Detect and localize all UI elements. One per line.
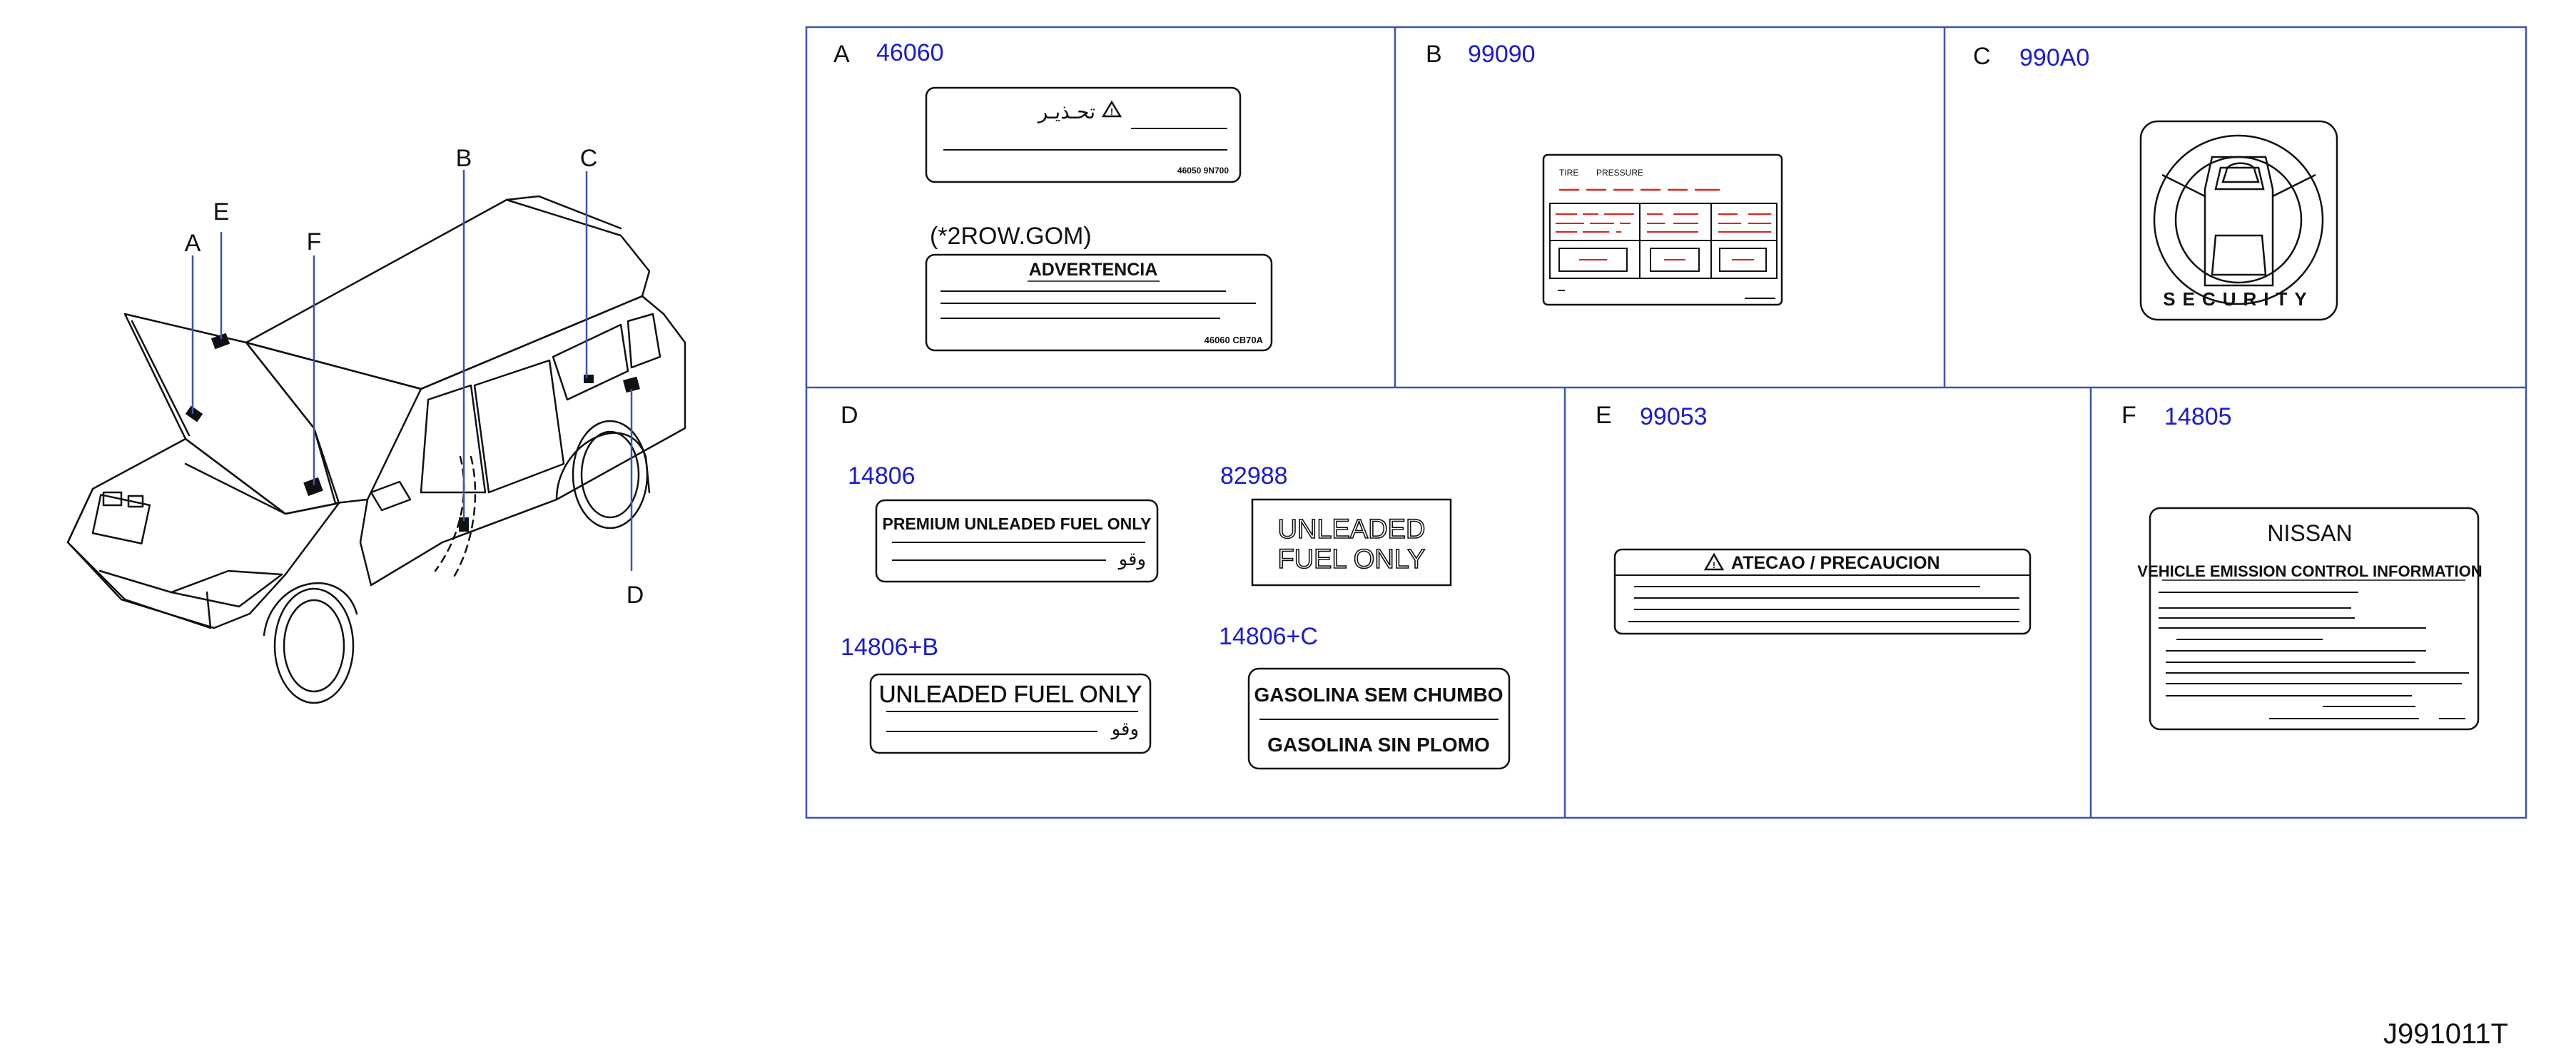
panel-B: B 99090 TIRE PRESSURE <box>1426 41 1783 306</box>
label-unleaded-line1: UNLEADED <box>1278 515 1426 544</box>
panel-B-part: 99090 <box>1468 41 1536 68</box>
label-unleaded-fuel-only-box: UNLEADED FUEL ONLY <box>1251 498 1452 587</box>
warning-triangle-icon <box>1101 100 1122 118</box>
panel-A-note: (*2ROW.GOM) <box>930 223 1092 250</box>
label-unleaded-b-line1: UNLEADED FUEL ONLY <box>879 681 1142 707</box>
callout-A: A <box>185 230 201 257</box>
label-gasolina-line2: GASOLINA SIN PLOMO <box>1267 734 1490 756</box>
label-advertencia-title: ADVERTENCIA <box>1029 260 1158 280</box>
svg-text:!: ! <box>1110 106 1113 117</box>
label-atecao-title: ATECAO / PRECAUCION <box>1731 553 1940 573</box>
label-gasolina-line1: GASOLINA SEM CHUMBO <box>1254 684 1503 706</box>
marker-D <box>623 376 640 393</box>
label-emission: NISSAN VEHICLE EMISSION CONTROL INFORMAT… <box>2137 507 2483 731</box>
panel-A-part: 46060 <box>876 39 944 66</box>
figure-code: J991011T <box>2383 1018 2508 1050</box>
svg-text:!: ! <box>1713 560 1715 570</box>
panel-grid <box>805 26 2527 819</box>
panel-D-part-14806B: 14806+B <box>841 634 938 661</box>
label-arabic-code: 46050 9N700 <box>1177 166 1229 176</box>
label-pressure-text: PRESSURE <box>1596 168 1643 178</box>
label-advertencia-code: 46060 CB70A <box>1205 335 1264 345</box>
label-tire-pressure: TIRE PRESSURE <box>1542 153 1783 306</box>
panel-D-part-14806: 14806 <box>848 462 916 490</box>
car-illustration <box>66 195 686 704</box>
label-premium-line1: PREMIUM UNLEADED FUEL ONLY <box>883 515 1152 533</box>
panel-D: D 14806 PREMIUM UNLEADED FUEL ONLY وقو 8… <box>841 402 1511 770</box>
label-security-text: SECURITY <box>2163 288 2313 310</box>
panel-F-part: 14805 <box>2164 403 2232 430</box>
label-unleaded-b-line2: وقو <box>1110 718 1139 740</box>
label-arabic-text: تحـذيـر <box>1037 101 1095 123</box>
warning-triangle-icon <box>1703 552 1725 571</box>
callout-E: E <box>213 198 230 226</box>
marker-C <box>584 375 594 383</box>
label-emission-brand: NISSAN <box>2267 520 2352 546</box>
panel-D-letter: D <box>841 402 858 429</box>
panel-C-letter: C <box>1973 43 1991 70</box>
label-advertencia: ADVERTENCIA 46060 CB70A <box>925 253 1273 352</box>
callout-D: D <box>627 582 644 609</box>
callout-C: C <box>580 145 598 172</box>
panel-B-letter: B <box>1426 41 1442 68</box>
label-tire-text: TIRE <box>1559 168 1578 178</box>
callout-B: B <box>456 145 472 172</box>
callout-F: F <box>307 228 322 255</box>
label-atecao: ! ATECAO / PRECAUCION <box>1613 548 2032 635</box>
panel-E-letter: E <box>1596 402 1612 429</box>
panel-F-letter: F <box>2121 402 2136 429</box>
label-arabic-warning: ! تحـذيـر 46050 9N700 <box>925 86 1242 183</box>
label-unleaded-line2: FUEL ONLY <box>1278 544 1426 574</box>
lock-icon <box>2221 162 2260 183</box>
panel-E: E 99053 ! ATECAO / PRECAUCION <box>1596 402 2032 635</box>
marker-A <box>185 405 203 422</box>
panel-E-part: 99053 <box>1640 403 1708 430</box>
panel-A: A 46060 ! تحـذيـر 46050 9N700 (*2ROW.GOM… <box>833 39 1273 352</box>
car-sticker-markers <box>185 333 640 532</box>
label-security <box>2139 120 2338 321</box>
label-emission-title: VEHICLE EMISSION CONTROL INFORMATION <box>2137 562 2482 580</box>
marker-F <box>303 477 323 497</box>
panel-D-part-14806C: 14806+C <box>1219 623 1318 650</box>
marker-E <box>211 333 230 350</box>
label-premium-unleaded: PREMIUM UNLEADED FUEL ONLY وقو <box>875 499 1159 583</box>
label-unleaded-fuel-only: UNLEADED FUEL ONLY وقو <box>869 673 1152 754</box>
marker-B <box>459 517 469 532</box>
panel-A-letter: A <box>833 41 850 68</box>
label-premium-line2: وقو <box>1117 548 1146 570</box>
panel-F: F 14805 NISSAN VEHICLE EMISSION CONTROL … <box>2121 402 2483 731</box>
panel-C-part: 990A0 <box>2019 44 2089 71</box>
panel-D-part-82988: 82988 <box>1220 462 1288 490</box>
label-gasolina: GASOLINA SEM CHUMBO GASOLINA SIN PLOMO <box>1247 667 1511 770</box>
callout-lines <box>191 170 633 571</box>
panel-C: C 990A0 SECURITY <box>1973 43 2338 321</box>
